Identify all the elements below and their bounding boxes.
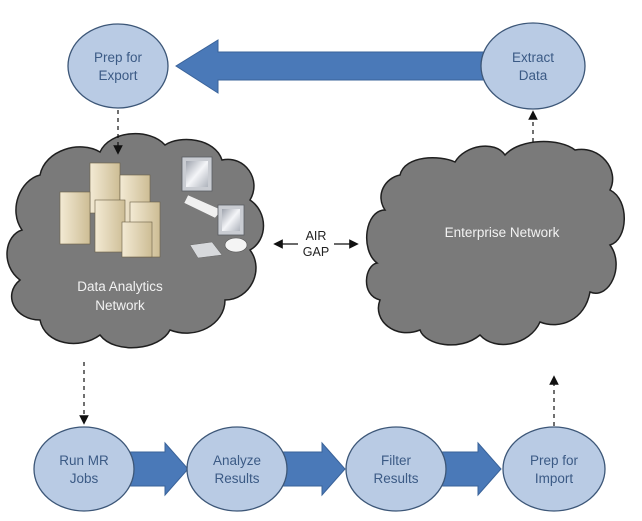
workstation-icon <box>181 156 248 259</box>
big-arrow-analyze-to-filter <box>282 441 346 497</box>
node-prep-for-import: Prep for Import <box>502 426 606 512</box>
cloud-enterprise-label: Enterprise Network <box>445 225 560 240</box>
node-prep-for-export-line1: Prep for <box>94 50 143 65</box>
node-analyze-results-line1: Analyze <box>213 453 261 468</box>
node-analyze-results-line2: Results <box>214 471 259 486</box>
node-run-mr-jobs: Run MR Jobs <box>33 426 135 512</box>
big-arrow-extract-to-export <box>175 39 491 94</box>
air-gap-label-line2: GAP <box>303 245 329 259</box>
node-prep-for-import-line2: Import <box>535 471 574 486</box>
air-gap-label-line1: AIR <box>306 229 327 243</box>
big-arrow-runmr-to-analyze <box>129 441 189 497</box>
node-prep-for-export: Prep for Export <box>67 23 169 109</box>
big-arrow-filter-to-import <box>439 441 502 497</box>
node-extract-data: Extract Data <box>480 22 586 110</box>
node-analyze-results: Analyze Results <box>186 426 288 512</box>
cloud-enterprise <box>365 140 625 346</box>
cloud-data-analytics-label-line2: Network <box>95 298 145 313</box>
node-filter-results: Filter Results <box>345 426 447 512</box>
node-prep-for-import-line1: Prep for <box>530 453 579 468</box>
node-extract-data-line1: Extract <box>512 50 554 65</box>
node-extract-data-line2: Data <box>519 68 548 83</box>
node-run-mr-jobs-line1: Run MR <box>59 453 109 468</box>
node-filter-results-line1: Filter <box>381 453 412 468</box>
node-run-mr-jobs-line2: Jobs <box>70 471 99 486</box>
cloud-data-analytics-label-line1: Data Analytics <box>77 279 163 294</box>
node-prep-for-export-line2: Export <box>98 68 137 83</box>
node-filter-results-line2: Results <box>373 471 418 486</box>
server-cluster-icon <box>59 162 161 258</box>
